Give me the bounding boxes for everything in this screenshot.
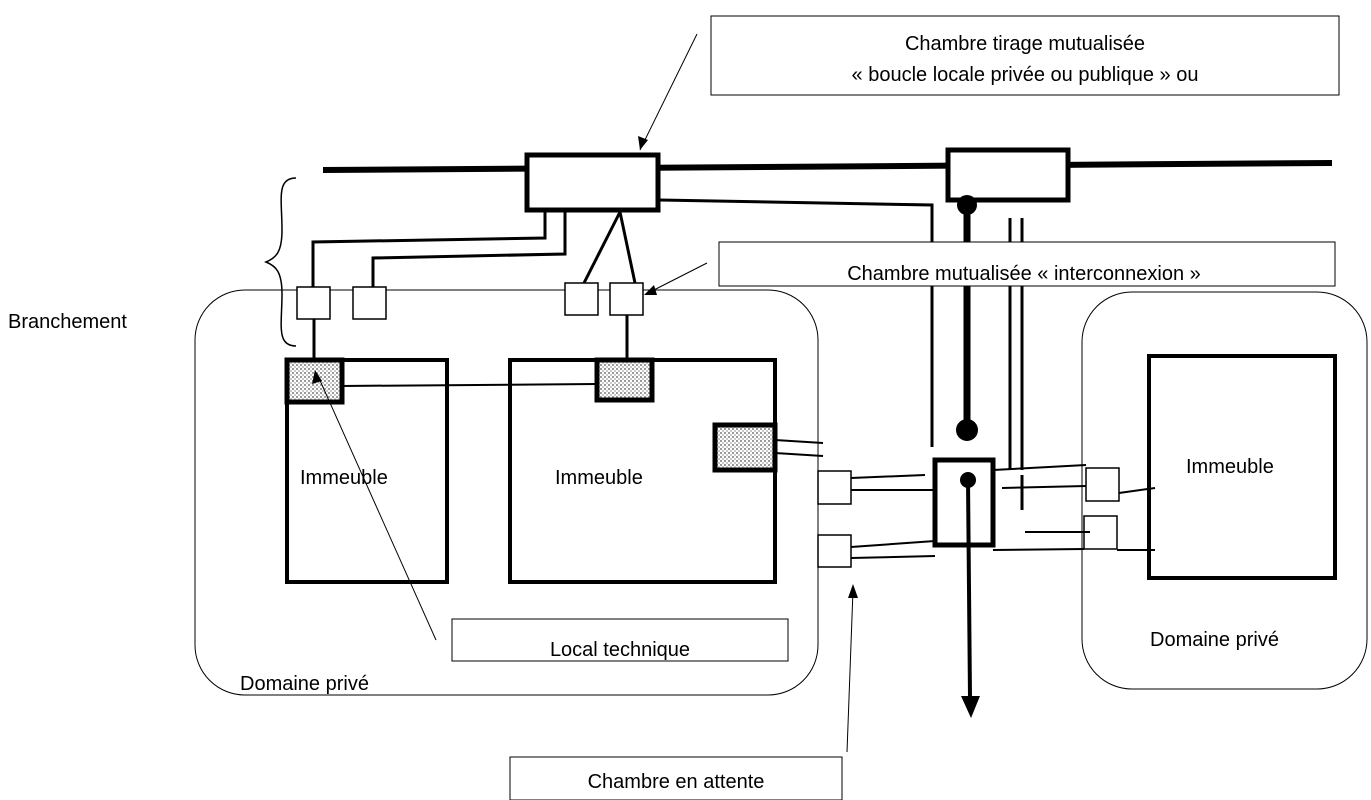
inter-building-link	[341, 383, 598, 387]
immeuble-3-box	[1147, 354, 1337, 580]
branch-box-1	[296, 286, 331, 320]
branchement-brace	[263, 177, 297, 347]
label-box-chambre-tirage	[710, 15, 1340, 96]
branch-box-3	[564, 282, 599, 316]
chambre-mutualisee-label: Chambre mutualisée « interconnexion »	[847, 263, 1201, 285]
label-box-chambre-attente	[509, 756, 843, 800]
pointer-arrows	[317, 33, 854, 753]
attente-box-1	[817, 470, 852, 505]
immeuble-1-label: Immeuble	[300, 467, 388, 489]
domaine-prive-right-region	[1081, 291, 1368, 690]
node-dot-top	[957, 195, 977, 215]
label-box-local-technique	[451, 618, 789, 662]
label-box-chambre-mutualisee	[718, 241, 1336, 287]
branchement-label: Branchement	[8, 311, 127, 333]
main-trunk-line	[322, 160, 1333, 173]
node-dot-bottom	[956, 419, 978, 441]
attente-box-3	[1085, 467, 1120, 502]
chambre-interconnexion	[932, 457, 996, 548]
chambre-tirage-2	[945, 147, 1071, 203]
local-technique-label: Local technique	[550, 639, 690, 661]
domaine-prive-left-label: Domaine privé	[240, 673, 369, 695]
chambre-attente-label: Chambre en attente	[588, 771, 765, 793]
local-technique-block-3	[712, 422, 778, 473]
local-technique-block-2	[594, 357, 655, 403]
branch-box-2	[352, 286, 387, 320]
immeuble-3-label: Immeuble	[1186, 456, 1274, 478]
branch-lines	[311, 198, 934, 447]
immeuble-2-label: Immeuble	[555, 467, 643, 489]
down-arrow-line	[966, 479, 972, 699]
attente-box-2	[817, 534, 852, 568]
down-arrow-head	[961, 696, 980, 718]
chambre-tirage-title-line1: Chambre tirage mutualisée	[905, 33, 1145, 55]
horizontal-links	[850, 464, 1156, 559]
chambre-tirage-1	[524, 152, 661, 213]
building-2-outlets	[774, 439, 824, 457]
chambre-tirage-title-line2: « boucle locale privée ou publique » ou	[852, 64, 1199, 86]
box-to-building-links	[312, 315, 629, 360]
domaine-prive-right-label: Domaine privé	[1150, 629, 1279, 651]
pointer-arrowheads	[312, 136, 858, 598]
branch-box-4	[609, 282, 644, 316]
